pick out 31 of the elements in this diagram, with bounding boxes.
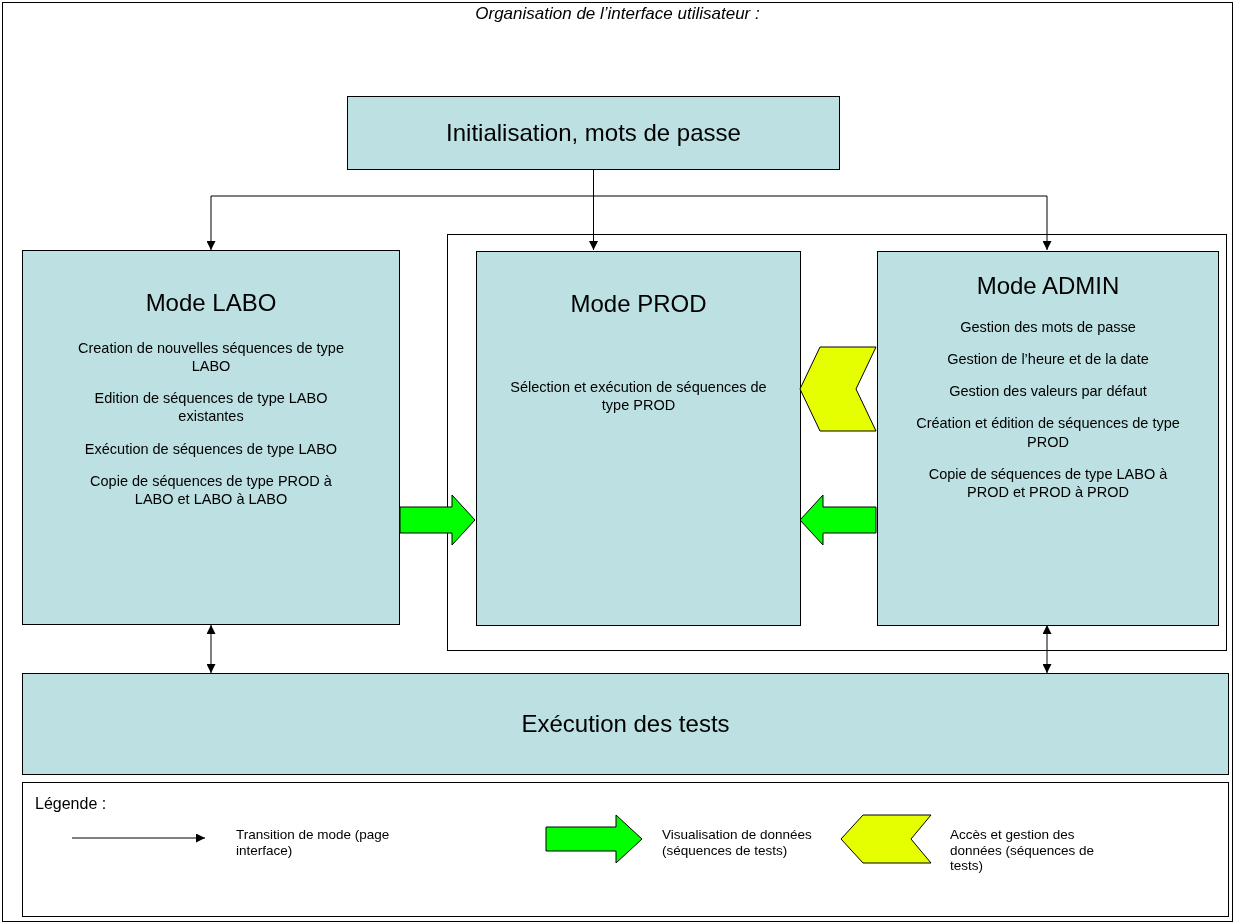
box-text: Gestion des valeurs par défaut (949, 382, 1147, 401)
mode-box (877, 251, 1219, 626)
block-arrow (399, 494, 476, 546)
box-title: Mode LABO (145, 289, 277, 317)
box-title: Mode ADMIN (976, 272, 1120, 300)
box-text: Gestion des mots de passe (960, 318, 1136, 337)
legend-text: Transition de mode (page interface) (236, 827, 391, 859)
group-frame (447, 234, 1227, 651)
mode-box (22, 250, 400, 625)
legend-text: Visualisation de données (séquences de tests) (662, 827, 813, 859)
box-text: Creation de nouvelles séquences de type LABO (77, 339, 345, 376)
legend-heading: Légende : (35, 795, 107, 814)
box-text: Création et édition de séquences de type PROD (915, 414, 1181, 451)
box-text: Copie de séquences de type PROD à LABO et LABO à LABO (89, 471, 333, 508)
box-text: Copie de séquences de type LABO à PROD et PROD à PROD (927, 464, 1169, 501)
block-arrow (799, 494, 877, 546)
mode-box (347, 96, 840, 170)
box-text: Edition de séquences de type LABO existantes (93, 389, 329, 426)
box-text: Exécution de séquences de type LABO (84, 439, 338, 458)
box-text: Gestion de l’heure et de la date (947, 350, 1149, 369)
box-title: Mode PROD (570, 290, 707, 318)
block-arrow (799, 346, 877, 432)
box-text: Sélection et exécution de séquences de type PROD (509, 378, 768, 415)
arrow (1042, 624, 1052, 674)
arrow (206, 624, 216, 674)
mode-box (22, 673, 1229, 775)
box-title: Exécution des tests (521, 710, 730, 738)
box-title: Initialisation, mots de passe (446, 119, 741, 147)
mode-box (476, 251, 801, 626)
diagram-title: Organisation de l’interface utilisateur : (474, 4, 761, 24)
legend-text: Accès et gestion des données (séquences de tests) (950, 827, 1096, 874)
